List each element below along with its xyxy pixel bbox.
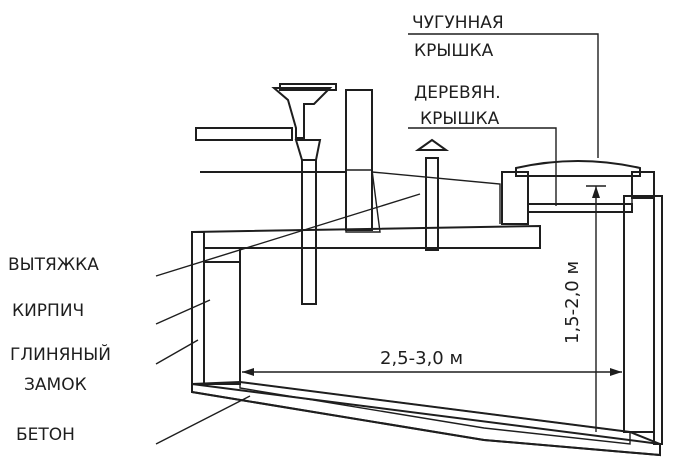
label-concrete: БЕТОН — [16, 425, 75, 445]
riser-brick-column — [345, 89, 373, 231]
left-brick-wall — [203, 247, 241, 385]
top-slab — [191, 224, 541, 263]
wooden-lid — [527, 203, 633, 213]
vent-cap — [414, 138, 450, 151]
label-vent: ВЫТЯЖКА — [8, 255, 99, 275]
clay-lock-right — [653, 195, 663, 445]
drop-pipe — [301, 159, 317, 305]
label-brick: КИРПИЧ — [12, 301, 84, 321]
label-wooden-lid-1: ДЕРЕВЯН. — [414, 83, 501, 103]
riser-hatch — [345, 169, 381, 233]
ground-surface — [371, 171, 501, 224]
label-wooden-lid-2: КРЫШКА — [420, 109, 500, 129]
concrete-bottom-slab — [239, 381, 631, 445]
vent-pipe — [425, 157, 439, 251]
manhole-brick-left — [501, 171, 529, 225]
label-clay-lock-1: ГЛИНЯНЫЙ — [10, 343, 111, 365]
label-clay-lock-2: ЗАМОК — [24, 375, 87, 395]
label-cast-iron-lid-2: КРЫШКА — [414, 41, 494, 61]
leader-cast-iron — [408, 33, 599, 158]
leader-brick — [155, 299, 211, 325]
label-cast-iron-lid-1: ЧУГУННАЯ — [412, 13, 504, 33]
dimension-depth: 1,5-2,0 м — [562, 261, 583, 344]
leader-clay — [155, 339, 199, 365]
leader-wooden — [408, 127, 557, 206]
dimension-width: 2,5-3,0 м — [380, 348, 463, 369]
inlet-funnel — [271, 87, 333, 139]
clay-lock-left — [191, 231, 205, 385]
leader-vent — [155, 193, 421, 277]
concrete-base — [191, 382, 661, 457]
leader-concrete — [155, 395, 251, 445]
inlet-pipe — [195, 127, 293, 141]
right-brick-wall — [623, 195, 655, 433]
cast-iron-lid — [515, 160, 641, 177]
